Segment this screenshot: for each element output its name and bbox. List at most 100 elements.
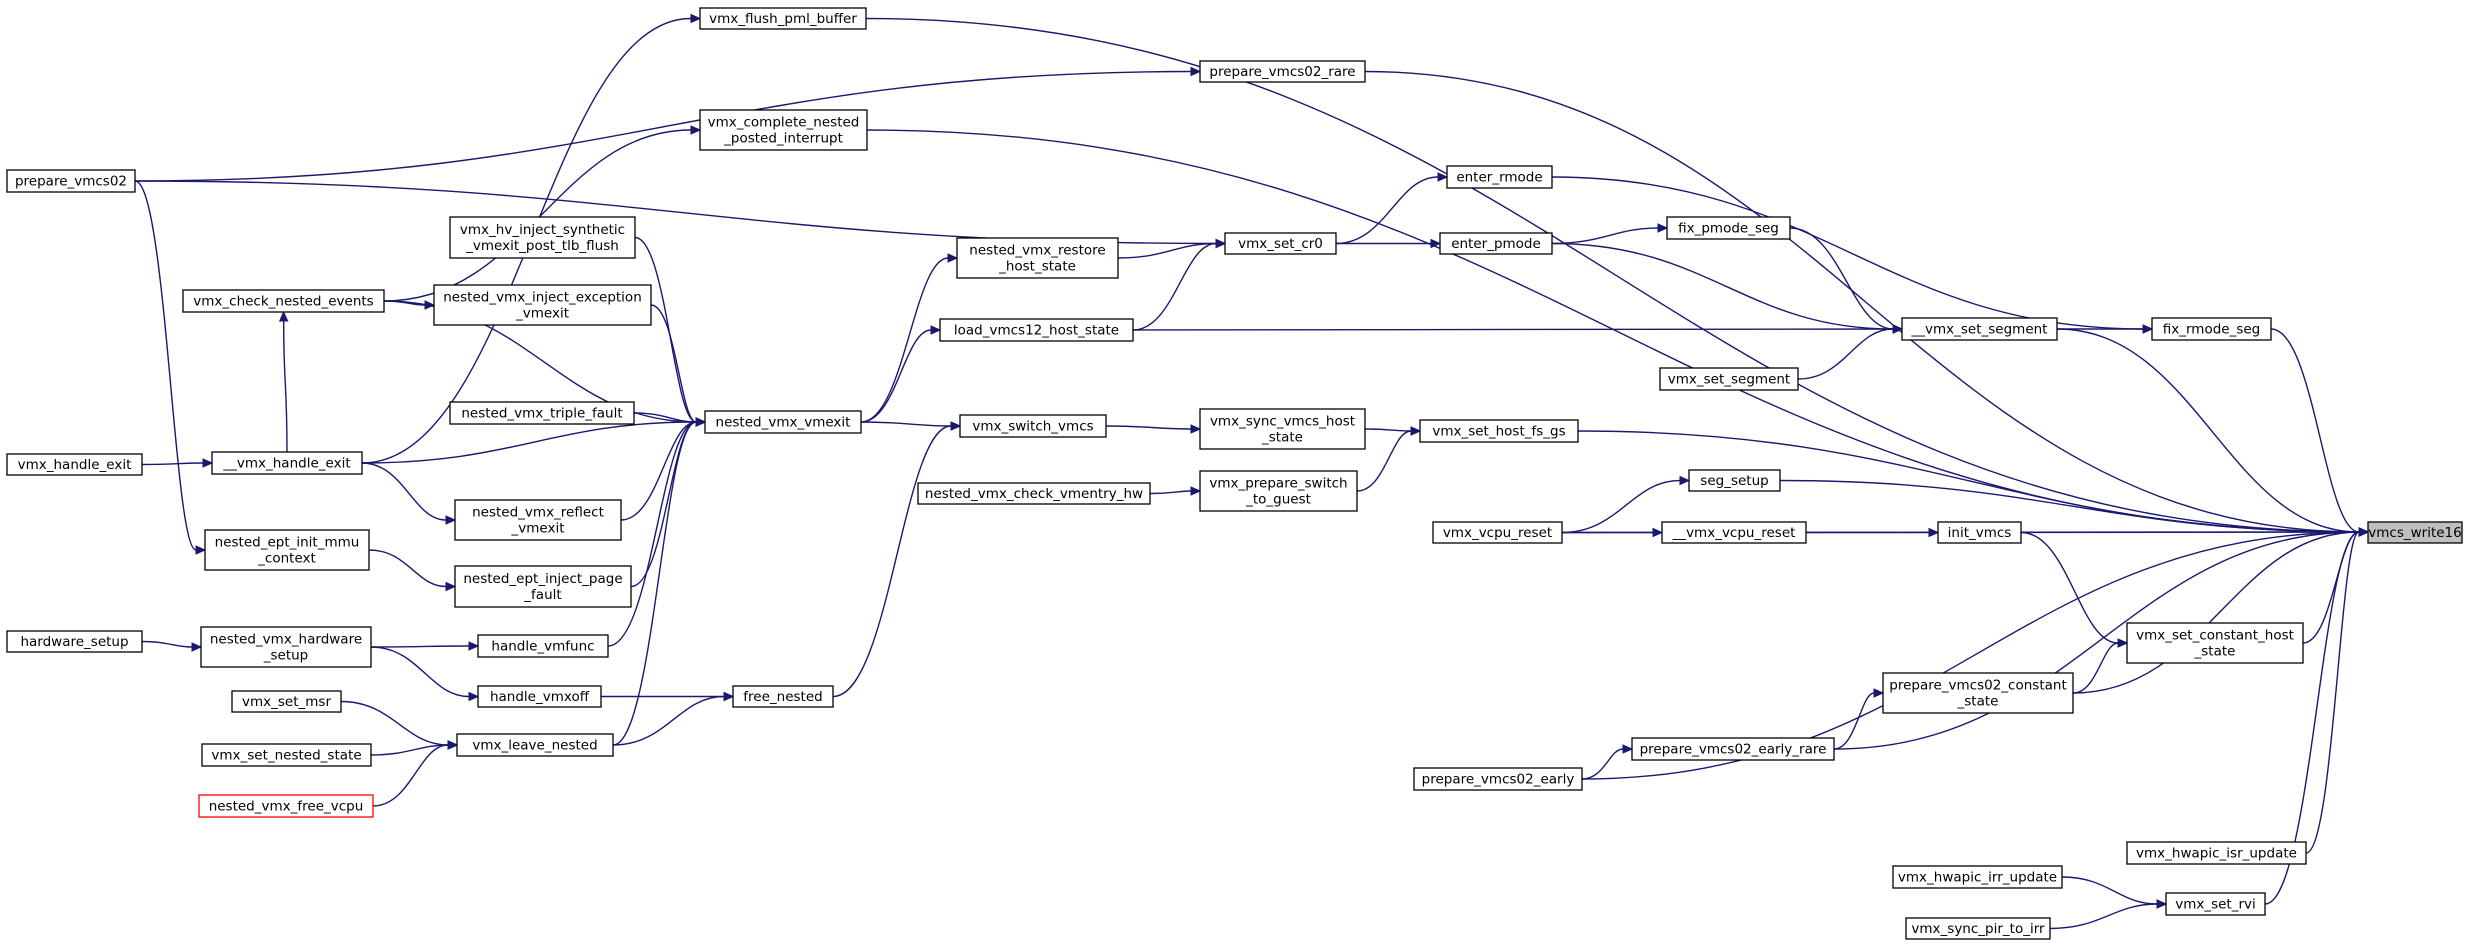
node-enter-pmode[interactable]: enter_pmode — [1439, 232, 1553, 255]
node-label: vmx_set_msr — [242, 694, 331, 710]
node-label: vmx_set_cr0 — [1238, 236, 1323, 252]
node-fix-pmode-seg[interactable]: fix_pmode_seg — [1666, 216, 1791, 240]
node-box — [231, 690, 342, 713]
edge-arrowhead — [1679, 475, 1691, 486]
node-label: vmx_set_nested_state — [211, 748, 361, 764]
node-vmx-set-segment[interactable]: __vmx_set_segment — [1901, 317, 2058, 341]
edge-arrowhead — [1190, 486, 1202, 496]
edge-line — [2072, 531, 2360, 694]
node-vmx-check-nested-events[interactable]: vmx_check_nested_events — [182, 289, 385, 313]
node-vmcs-write16[interactable]: vmcs_write16 — [2367, 521, 2463, 544]
edge-vmx-set-nested-state-to-vmx-leave-nested — [370, 740, 459, 756]
node-vmx-set-segment[interactable]: vmx_set_segment — [1659, 367, 1799, 391]
node-handle-vmfunc[interactable]: handle_vmfunc — [477, 634, 609, 658]
node-vmx-set-constant-host-state[interactable]: vmx_set_constant_host_state — [2126, 622, 2304, 664]
edge-vmx-handle-exit-to-vmx-check-nested-events — [278, 310, 289, 453]
node-vmx-set-nested-state[interactable]: vmx_set_nested_state — [201, 743, 372, 767]
node-box — [956, 237, 1119, 279]
node-load-vmcs12-host-state[interactable]: load_vmcs12_host_state — [939, 318, 1134, 342]
node-vmx-sync-pir-to-irr[interactable]: vmx_sync_pir_to_irr — [1905, 917, 2051, 940]
node-box — [6, 169, 136, 193]
edge-handle-vmfunc-to-nested-vmx-vmexit — [607, 417, 707, 647]
node-vmx-hwapic-irr-update[interactable]: vmx_hwapic_irr_update — [1892, 865, 2063, 889]
node-vmx-flush-pml-buffer[interactable]: vmx_flush_pml_buffer — [699, 7, 867, 30]
node-label: vmx_prepare_switch — [1209, 476, 1347, 492]
edge-arrowhead — [1190, 66, 1202, 77]
node-label: nested_ept_init_mmu — [215, 535, 360, 551]
node-vmx-set-rvi[interactable]: vmx_set_rvi — [2165, 892, 2266, 916]
node-nested-vmx-hardware-setup[interactable]: nested_vmx_hardware_setup — [200, 626, 372, 668]
edge-arrowhead — [947, 253, 959, 263]
node-label: nested_ept_inject_page — [463, 571, 622, 587]
node-vmx-set-cr0[interactable]: vmx_set_cr0 — [1224, 232, 1337, 255]
node-prepare-vmcs02-early-rare[interactable]: prepare_vmcs02_early_rare — [1631, 737, 1835, 761]
edge-line — [2302, 531, 2360, 644]
node-label: _context — [257, 551, 316, 567]
node-box — [699, 109, 868, 151]
node-box — [1659, 367, 1799, 391]
node-label: nested_vmx_reflect — [472, 505, 604, 521]
node-vmx-sync-vmcs-host-state[interactable]: vmx_sync_vmcs_host_state — [1199, 408, 1366, 450]
edge-prepare-vmcs02-rare-to-vmcs-write16 — [1364, 70, 2370, 537]
node-label: fix_pmode_seg — [1678, 221, 1779, 237]
edge-vmx-leave-nested-to-nested-vmx-vmexit — [612, 417, 707, 746]
node-vmx-leave-nested[interactable]: vmx_leave_nested — [456, 733, 614, 757]
node-box — [1901, 317, 2058, 341]
node-handle-vmxoff[interactable]: handle_vmxoff — [477, 685, 602, 708]
node-label: nested_vmx_triple_fault — [461, 406, 622, 422]
node-prepare-vmcs02-constant-state[interactable]: prepare_vmcs02_constant_state — [1882, 672, 2074, 714]
node-prepare-vmcs02-rare[interactable]: prepare_vmcs02_rare — [1199, 60, 1366, 83]
node-init-vmcs[interactable]: init_vmcs — [1937, 521, 2022, 544]
node-vmx-set-msr[interactable]: vmx_set_msr — [231, 690, 342, 713]
node-nested-vmx-restore-host-state[interactable]: nested_vmx_restore_host_state — [956, 237, 1119, 279]
edge-arrowhead — [1657, 223, 1669, 233]
node-box — [1688, 469, 1781, 492]
node-label: _host_state — [998, 259, 1076, 275]
node-nested-vmx-vmexit[interactable]: nested_vmx_vmexit — [704, 410, 862, 434]
node-box — [204, 529, 370, 571]
node-nested-vmx-triple-fault[interactable]: nested_vmx_triple_fault — [449, 401, 635, 425]
node-nested-vmx-free-vcpu[interactable]: nested_vmx_free_vcpu — [198, 794, 374, 818]
node-prepare-vmcs02-early[interactable]: prepare_vmcs02_early — [1413, 767, 1583, 791]
node-vmx-prepare-switch-to-guest[interactable]: vmx_prepare_switch_to_guest — [1199, 470, 1358, 512]
node-nested-ept-inject-page-fault[interactable]: nested_ept_inject_page_fault — [454, 565, 632, 608]
edge-nested-vmx-inject-exception-vmexit-to-nested-vmx-vmexit — [650, 304, 707, 427]
node-fix-rmode-seg[interactable]: fix_rmode_seg — [2151, 317, 2272, 341]
node-nested-vmx-reflect-vmexit[interactable]: nested_vmx_reflect_vmexit — [454, 499, 622, 541]
edge-line — [612, 421, 697, 746]
node-label: prepare_vmcs02_rare — [1209, 64, 1355, 80]
node-label: prepare_vmcs02 — [15, 174, 127, 190]
node-vmx-vcpu-reset[interactable]: __vmx_vcpu_reset — [1661, 521, 1807, 544]
edge-line — [633, 412, 697, 423]
node-vmx-switch-vmcs[interactable]: vmx_switch_vmcs — [959, 414, 1107, 438]
edge-line — [141, 462, 204, 466]
node-nested-vmx-check-vmentry-hw[interactable]: nested_vmx_check_vmentry_hw — [917, 482, 1151, 505]
node-enter-rmode[interactable]: enter_rmode — [1446, 165, 1553, 189]
edge-line — [2264, 531, 2360, 905]
edge-line — [860, 421, 952, 427]
edge-arrowhead — [2156, 899, 2168, 909]
node-vmx-hwapic-isr-update[interactable]: vmx_hwapic_isr_update — [2126, 841, 2307, 865]
node-box — [477, 685, 602, 708]
node-hardware-setup[interactable]: hardware_setup — [6, 630, 143, 653]
edge-prepare-vmcs02-to-nested-ept-init-mmu-context — [134, 180, 207, 555]
node-vmx-hv-inject-synthetic-vmexit-post-tlb-flush[interactable]: vmx_hv_inject_synthetic_vmexit_post_tlb_… — [449, 216, 636, 259]
node-box — [732, 685, 834, 708]
node-vmx-set-host-fs-gs[interactable]: vmx_set_host_fs_gs — [1419, 419, 1579, 443]
node-box — [1413, 767, 1583, 791]
node-prepare-vmcs02[interactable]: prepare_vmcs02 — [6, 169, 136, 193]
node-seg-setup[interactable]: seg_setup — [1688, 469, 1781, 492]
edge-arrowhead — [950, 421, 962, 431]
node-vmx-handle-exit[interactable]: __vmx_handle_exit — [211, 451, 363, 475]
node-free-nested[interactable]: free_nested — [732, 685, 834, 708]
node-label: free_nested — [743, 689, 822, 705]
node-nested-ept-init-mmu-context[interactable]: nested_ept_init_mmu_context — [204, 529, 370, 571]
node-vmx-handle-exit[interactable]: vmx_handle_exit — [6, 453, 143, 476]
node-label: _vmexit — [511, 521, 565, 537]
node-vmx-vcpu-reset[interactable]: vmx_vcpu_reset — [1432, 521, 1563, 544]
node-vmx-complete-nested-posted-interrupt[interactable]: vmx_complete_nested_posted_interrupt — [699, 109, 868, 151]
edge-arrowhead — [2358, 527, 2370, 537]
edge-vmx-hwapic-irr-update-to-vmx-set-rvi — [2061, 876, 2168, 909]
edge-line — [860, 257, 949, 423]
node-nested-vmx-inject-exception-vmexit[interactable]: nested_vmx_inject_exception_vmexit — [433, 284, 652, 326]
